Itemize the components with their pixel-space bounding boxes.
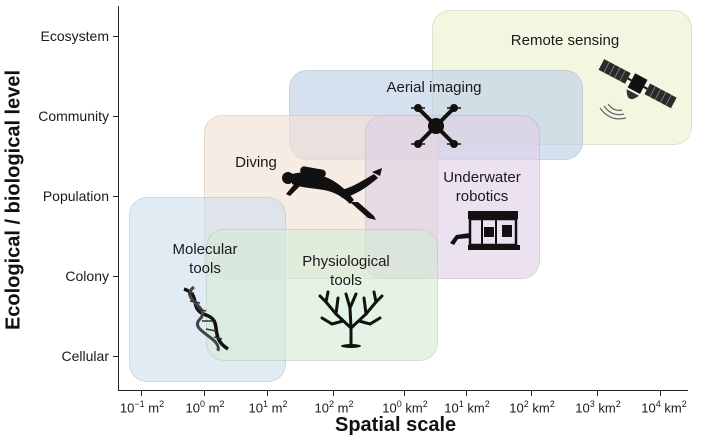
x-tick-base: 10: [119, 400, 135, 416]
drone-icon: [411, 104, 461, 148]
x-tick-unit: m: [334, 400, 349, 416]
x-tick-exp: 0: [396, 399, 402, 409]
x-tick-exp: −1: [134, 399, 145, 409]
y-tick-label: Cellular: [61, 348, 109, 364]
y-tick-mark: [113, 116, 118, 118]
diver-icon: [282, 166, 382, 220]
x-tick-unit-exp: 2: [615, 399, 621, 409]
y-tick-label: Population: [42, 188, 109, 204]
x-tick-unit-exp: 2: [219, 399, 225, 409]
x-tick-unit: m: [205, 400, 220, 416]
region-label-line: tools: [330, 272, 362, 289]
x-tick-base: 10: [444, 400, 459, 416]
y-tick-mark: [113, 36, 118, 38]
x-tick-mark: [333, 391, 335, 396]
region-physiological-tools: [206, 229, 438, 361]
y-tick-mark: [113, 356, 118, 358]
x-tick-label: 102 m2: [315, 399, 354, 415]
rov-icon: [450, 211, 520, 250]
region-label-line: Molecular: [172, 241, 238, 258]
x-tick-unit: m: [144, 400, 160, 416]
x-tick-unit: m: [268, 400, 283, 416]
x-tick-base: 10: [248, 400, 263, 416]
x-axis-title: Spatial scale: [335, 414, 457, 436]
x-tick-label: 10−1 m2: [120, 399, 164, 415]
region-label-underwater-robotics: Underwater robotics: [432, 168, 532, 206]
x-tick-unit: km: [660, 400, 682, 416]
x-tick-mark: [466, 391, 468, 396]
x-tick-exp: 1: [262, 399, 269, 409]
x-tick-label: 102 km2: [509, 399, 554, 415]
region-label-line: Underwater: [443, 169, 521, 186]
x-tick-mark: [204, 391, 206, 396]
x-tick-exp: 2: [328, 399, 335, 409]
region-label-line: Physiological: [302, 253, 390, 270]
satellite-icon: [598, 59, 677, 120]
x-tick-unit-exp: 2: [159, 399, 165, 409]
x-tick-unit: km: [463, 400, 485, 416]
x-tick-base: 10: [382, 400, 397, 416]
y-tick-label: Ecosystem: [40, 28, 109, 44]
x-tick-exp: 2: [523, 399, 529, 409]
x-tick-unit-exp: 2: [422, 399, 428, 409]
y-tick-label: Colony: [65, 268, 109, 284]
coral-icon: [318, 290, 384, 348]
region-label-line: robotics: [455, 188, 509, 205]
dna-icon: [183, 285, 230, 352]
region-label-line: Remote sensing: [510, 32, 620, 49]
x-tick-unit: km: [528, 400, 550, 416]
x-tick-base: 10: [641, 400, 656, 416]
x-tick-label: 104 km2: [641, 399, 686, 415]
x-tick-base: 10: [509, 400, 524, 416]
x-tick-unit-exp: 2: [348, 399, 354, 409]
x-tick-unit: km: [401, 400, 423, 416]
x-tick-mark: [597, 391, 599, 396]
x-tick-exp: 4: [655, 399, 661, 409]
region-label-line: Aerial imaging: [386, 79, 482, 96]
y-tick-mark: [113, 196, 118, 198]
x-tick-mark: [660, 391, 662, 396]
x-tick-base: 10: [575, 400, 590, 416]
x-tick-base: 10: [185, 400, 200, 416]
y-tick-mark: [113, 276, 118, 278]
y-tick-label: Community: [38, 108, 109, 124]
x-tick-exp: 0: [199, 399, 206, 409]
x-tick-unit-exp: 2: [549, 399, 555, 409]
x-tick-exp: 1: [458, 399, 464, 409]
x-tick-mark: [531, 391, 533, 396]
x-tick-label: 100 km2: [382, 399, 427, 415]
x-tick-label: 101 km2: [444, 399, 489, 415]
x-tick-label: 100 m2: [186, 399, 225, 415]
x-axis-line: [118, 390, 688, 392]
region-label-line: Diving: [235, 154, 277, 171]
y-axis-line: [118, 6, 120, 391]
y-axis-title: Ecological / biological level: [2, 69, 25, 331]
x-tick-mark: [267, 391, 269, 396]
x-tick-mark: [404, 391, 406, 396]
x-tick-label: 101 m2: [249, 399, 288, 415]
region-label-physiological-tools: Physiological tools: [286, 252, 406, 290]
x-tick-label: 103 km2: [575, 399, 620, 415]
x-tick-unit-exp: 2: [681, 399, 687, 409]
x-tick-unit: km: [594, 400, 616, 416]
x-tick-unit-exp: 2: [282, 399, 288, 409]
region-label-aerial-imaging: Aerial imaging: [372, 78, 496, 97]
x-tick-base: 10: [314, 400, 329, 416]
x-tick-exp: 3: [589, 399, 595, 409]
region-label-molecular-tools: Molecular tools: [150, 240, 260, 278]
region-label-remote-sensing: Remote sensing: [500, 31, 630, 50]
x-tick-unit-exp: 2: [484, 399, 490, 409]
region-label-line: tools: [189, 260, 221, 277]
x-tick-mark: [141, 391, 143, 396]
region-label-diving: Diving: [218, 153, 294, 172]
